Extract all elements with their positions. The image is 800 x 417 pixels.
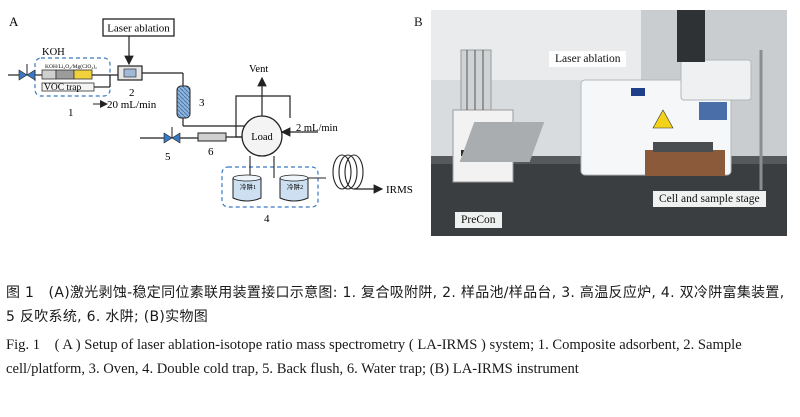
photo-label-precon: PreCon xyxy=(455,212,502,228)
sample-platform xyxy=(123,68,137,78)
irms-label: IRMS xyxy=(386,184,413,196)
caption-chinese: 图 1 (A)激光剥蚀-稳定同位素联用装置接口示意图: 1. 复合吸附阱, 2.… xyxy=(6,285,785,325)
photo-label-laser: Laser ablation xyxy=(549,51,627,67)
cold-trap-1-label: 冷阱1 xyxy=(240,182,256,191)
num-3: 3 xyxy=(199,97,205,109)
caption-english: Fig. 1 ( A ) Setup of laser ablation-iso… xyxy=(6,337,742,377)
laser-box-label: Laser ablation xyxy=(107,23,170,35)
water-trap xyxy=(197,132,227,142)
num-1: 1 xyxy=(68,107,74,119)
flow-he-label: 20 mL/min xyxy=(107,99,157,111)
panel-letter-b: B xyxy=(414,14,423,29)
cartridge-segment-2 xyxy=(55,69,75,80)
num-4: 4 xyxy=(264,213,270,225)
flow-valve-label: 2 mL/min xyxy=(296,123,338,134)
cartridge-segment-3 xyxy=(73,69,93,80)
capillary-coil-icon xyxy=(332,154,352,190)
cartridge-segment-1 xyxy=(41,69,57,80)
cold-trap-2-label: 冷阱2 xyxy=(287,182,303,191)
num-5: 5 xyxy=(165,151,171,163)
photo-label-cell: Cell and sample stage xyxy=(653,191,766,207)
laser-box xyxy=(102,18,175,37)
panel-letter-a: A xyxy=(9,14,19,29)
instrument-photo: Laser ablation PreCon Cell and sample st… xyxy=(431,10,787,236)
cold-trap-2 xyxy=(279,178,309,202)
schematic-panel-a: A Laser ablation KOH KOH/Li₂O₂/Mg(ClO₄)₂… xyxy=(8,14,413,225)
num-2: 2 xyxy=(129,87,135,99)
load-valve-label: Load xyxy=(251,132,273,143)
vent-label: Vent xyxy=(249,64,268,75)
num-6: 6 xyxy=(208,146,214,158)
double-cold-trap-box xyxy=(221,166,319,208)
voc-trap-label: VOC trap xyxy=(44,83,81,93)
koh-label: KOH xyxy=(42,47,65,58)
oven xyxy=(176,85,191,119)
cartridge-chemistry-label: KOH/Li₂O₂/Mg(ClO₄)₂ xyxy=(45,63,97,70)
cold-trap-1 xyxy=(232,178,262,202)
